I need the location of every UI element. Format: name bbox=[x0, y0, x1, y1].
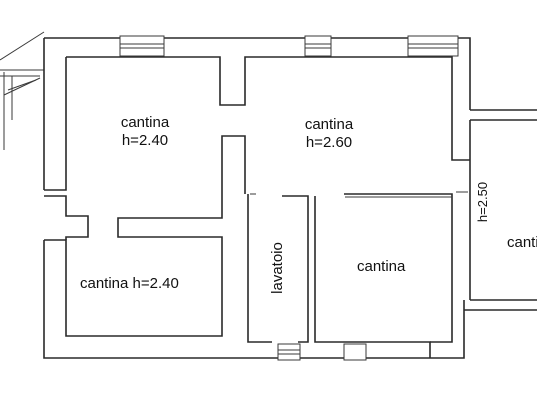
room-name: cantina bbox=[304, 116, 354, 133]
window-bottom bbox=[277, 343, 301, 361]
room-label-top-left: cantina h=2.40 bbox=[100, 114, 190, 150]
room-label-lavatoio: lavatoio bbox=[269, 242, 286, 294]
left-pier bbox=[44, 195, 89, 240]
room-height: h=2.40 bbox=[121, 132, 169, 149]
window-bottom-right bbox=[343, 343, 367, 361]
room-label-center: cantina bbox=[357, 258, 406, 275]
right-wing bbox=[456, 109, 537, 311]
outer-walls bbox=[43, 37, 471, 359]
dimension-height-right: h=2.50 bbox=[475, 181, 490, 223]
room-label-bottom-left: cantina h=2.40 bbox=[80, 275, 179, 292]
stair-structure bbox=[0, 31, 45, 150]
window-top-left bbox=[119, 35, 165, 57]
window-top-center bbox=[304, 35, 332, 57]
room-name: cantina bbox=[120, 114, 170, 131]
room-label-top-center: cantina h=2.60 bbox=[284, 116, 374, 152]
window-top-right bbox=[407, 35, 459, 57]
room-height: h=2.60 bbox=[305, 134, 353, 151]
windows bbox=[119, 35, 459, 361]
room-label-right-partial: canti bbox=[507, 234, 537, 251]
inner-partitions bbox=[250, 193, 453, 358]
